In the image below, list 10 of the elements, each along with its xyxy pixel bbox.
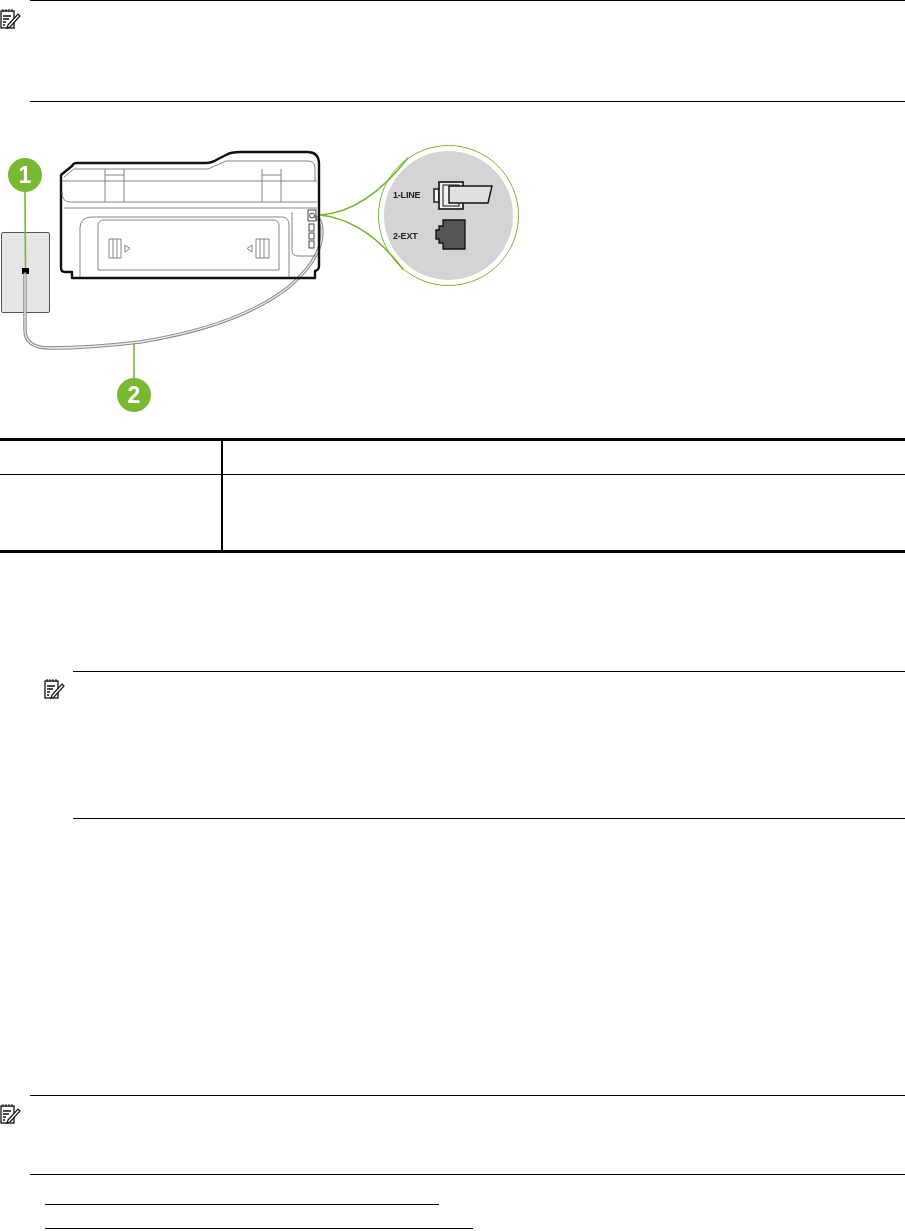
leader-line — [24, 191, 27, 269]
phone-cord — [23, 215, 324, 350]
callout-number: 2 — [117, 378, 151, 412]
port-label: 1-LINE — [393, 191, 421, 200]
port-label: 2-EXT — [393, 232, 418, 241]
callout-number: 1 — [8, 158, 42, 192]
zoom-line — [319, 156, 409, 216]
leader-line — [133, 342, 135, 379]
zoom-line — [319, 214, 404, 271]
printer-drawing — [59, 150, 321, 280]
